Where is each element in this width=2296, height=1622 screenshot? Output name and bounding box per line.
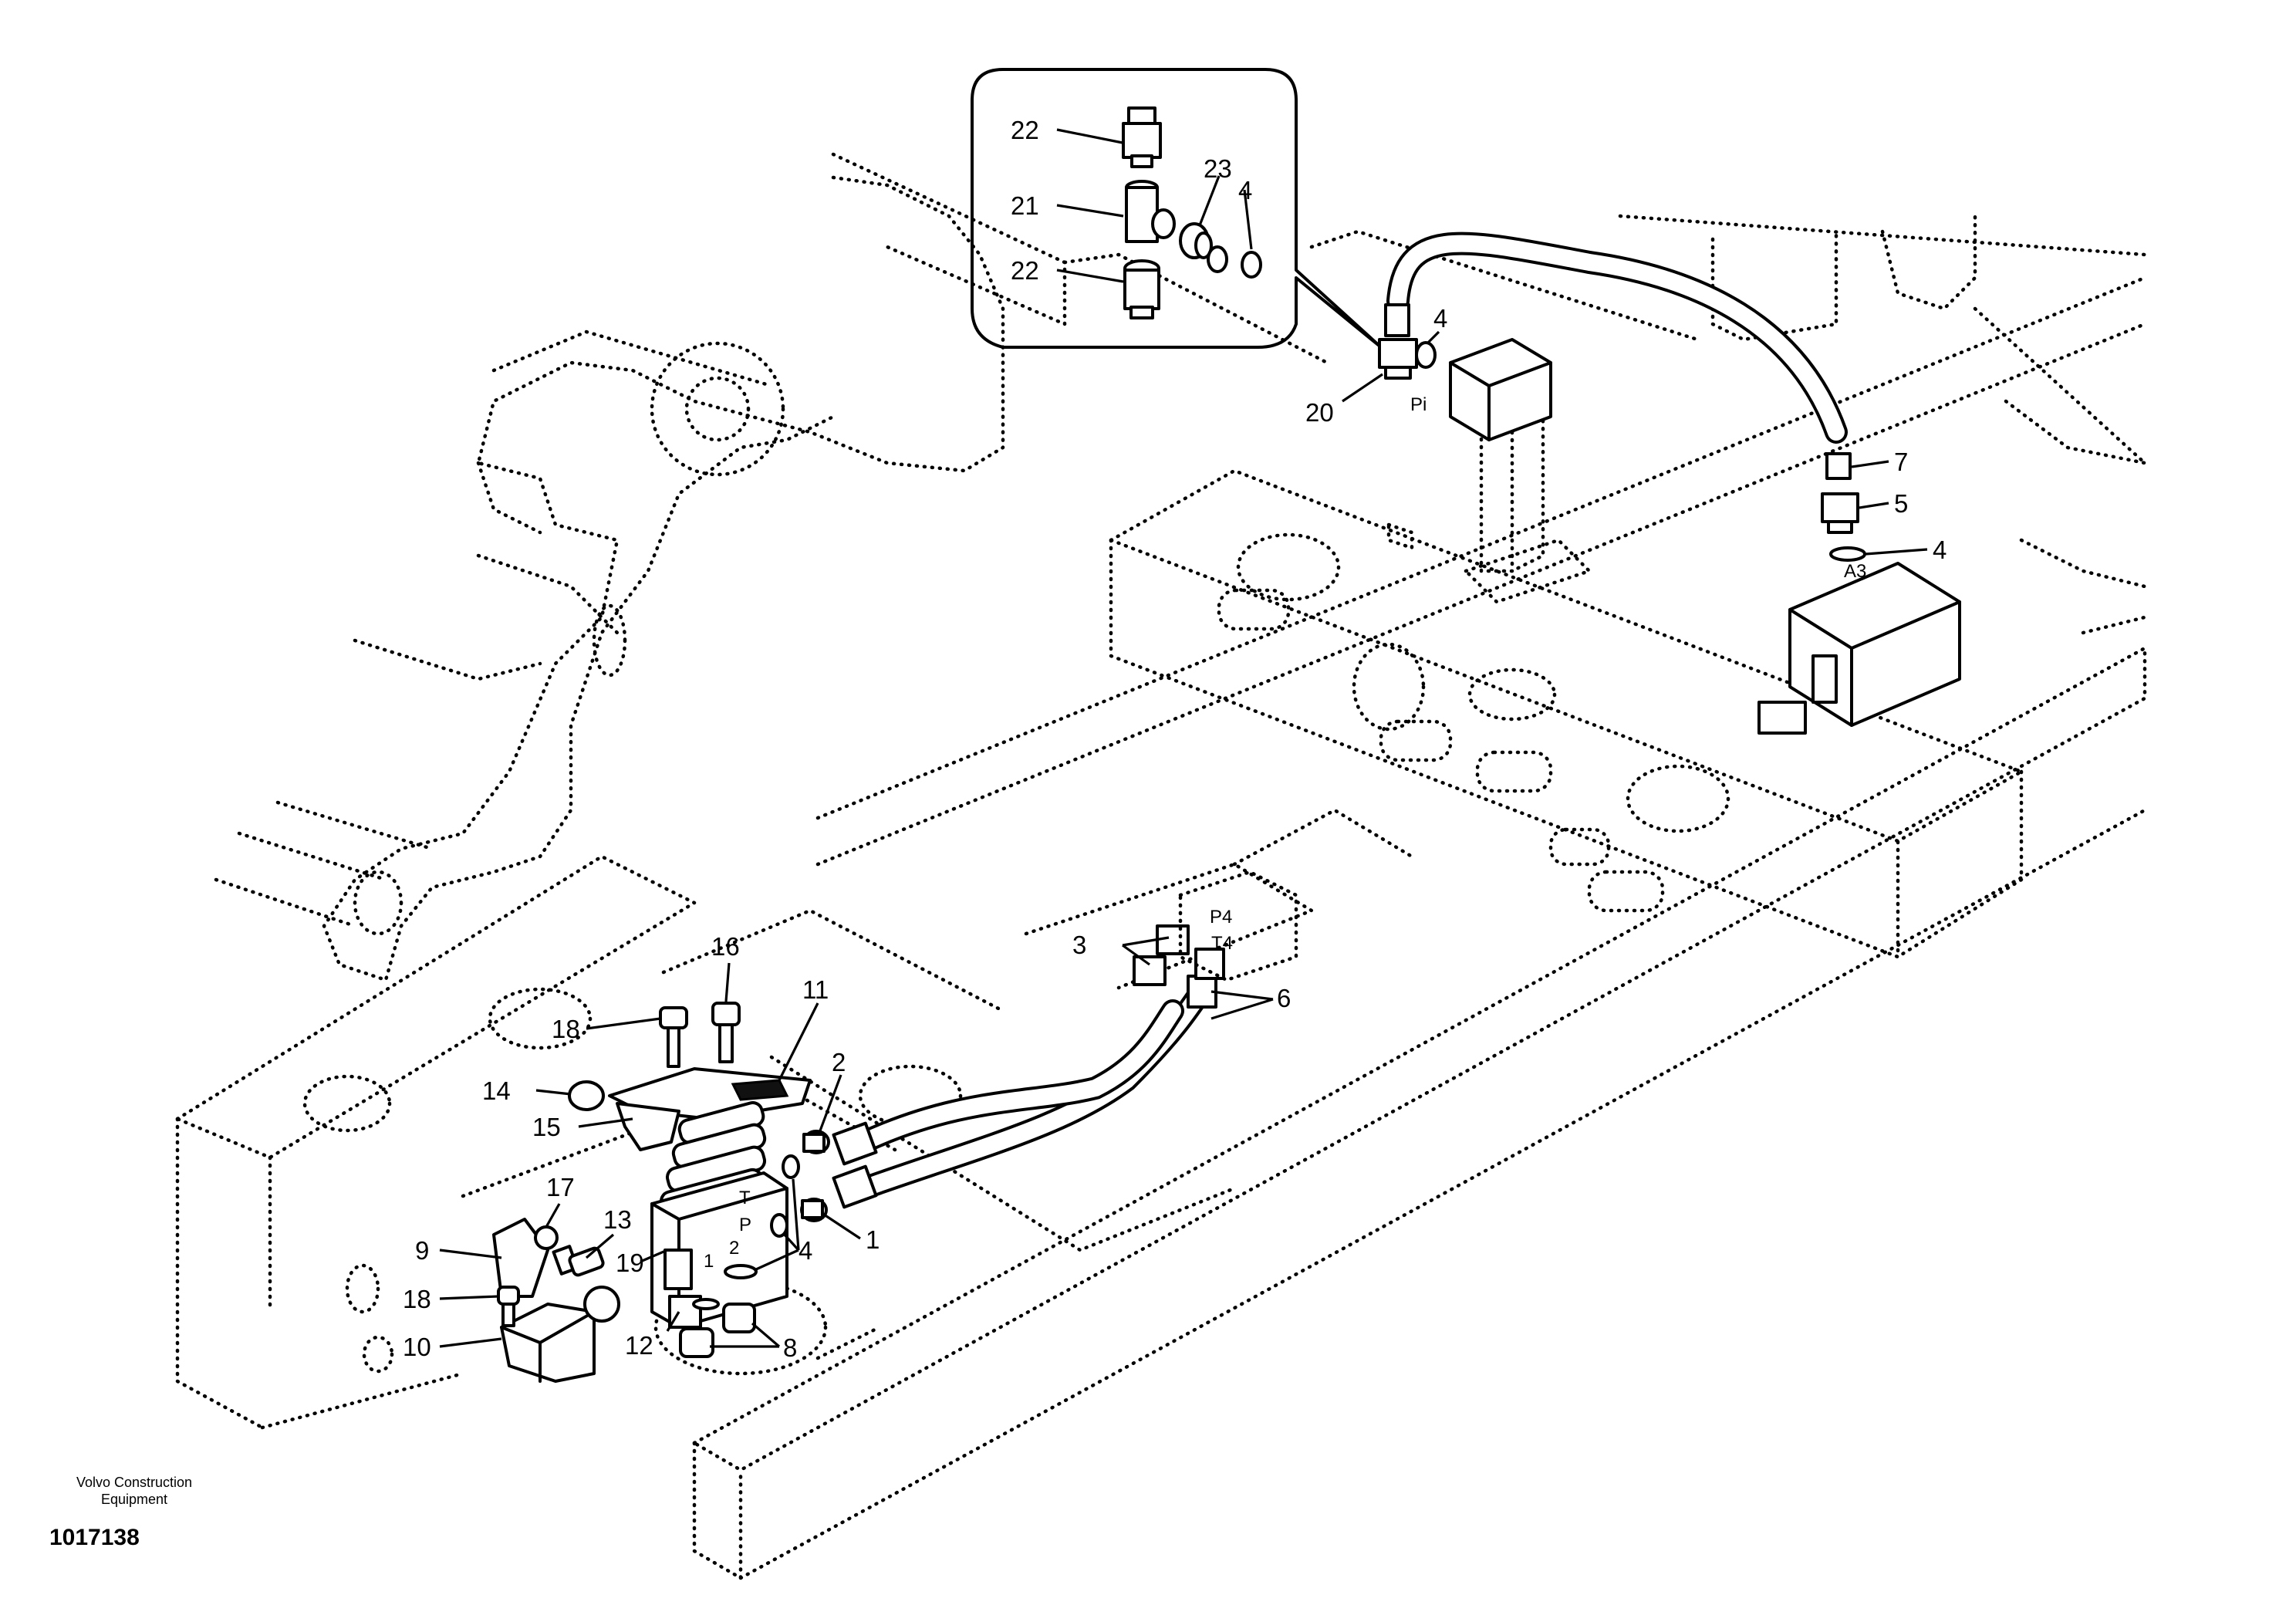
foot-pedal-assembly (492, 1002, 830, 1383)
o-ring-4-c (724, 1264, 758, 1279)
port-label-1: 1 (704, 1251, 714, 1272)
callout-3: 3 (1072, 931, 1086, 959)
callout-4-valve: 4 (799, 1236, 812, 1265)
o-ring-4-b (770, 1213, 788, 1238)
callout-4-pi: 4 (1433, 304, 1447, 333)
port-label-pi: Pi (1410, 394, 1427, 415)
callout-labels: 22 21 23 4 22 4 20 7 5 4 3 6 16 11 18 2 … (403, 116, 1947, 1362)
callout-23: 23 (1204, 154, 1232, 183)
callout-12: 12 (625, 1331, 653, 1360)
callout-21: 21 (1011, 191, 1039, 220)
hose-fitting-lower (832, 1164, 878, 1209)
port-label-2: 2 (729, 1238, 739, 1259)
callout-18-upper: 18 (552, 1015, 580, 1043)
bolt-16 (711, 1002, 741, 1063)
adapter-23 (1179, 222, 1228, 273)
upper-hose-assembly (1378, 231, 1961, 735)
callout-14: 14 (482, 1076, 511, 1105)
callout-19: 19 (616, 1249, 644, 1277)
callout-15: 15 (532, 1113, 561, 1141)
coupling-21 (1125, 180, 1176, 243)
frame-outline (175, 152, 2147, 1580)
elbow-8-b (679, 1327, 714, 1358)
washer-17 (534, 1225, 559, 1250)
footer: Volvo Construction Equipment 1017138 (49, 1474, 219, 1551)
port-label-p: P (739, 1215, 751, 1235)
leader-lines (439, 128, 1928, 1348)
port-label-p4: P4 (1210, 907, 1232, 928)
elbow-fittings-3 (1133, 924, 1225, 1009)
port-label-t: T (739, 1188, 751, 1208)
hose-fitting-upper (832, 1121, 878, 1166)
callout-13: 13 (603, 1205, 632, 1234)
callout-16: 16 (711, 932, 740, 961)
lever-15 (616, 1102, 680, 1151)
callout-5: 5 (1894, 489, 1908, 518)
tee-fitting-20 (1378, 338, 1437, 380)
bolt-18-lower (497, 1286, 520, 1327)
tee-fitting-5 (1821, 492, 1859, 534)
callout-17: 17 (546, 1173, 575, 1201)
adapter-1 (800, 1198, 828, 1222)
adapter-2 (802, 1130, 830, 1154)
tee-fitting-22-upper (1122, 106, 1162, 168)
callout-11: 11 (802, 975, 829, 1004)
port-label-t4: T4 (1211, 933, 1233, 954)
callout-22-lower: 22 (1011, 256, 1039, 285)
detail-inset (971, 68, 1383, 349)
o-ring-4-inset (1241, 251, 1262, 279)
callout-9: 9 (415, 1236, 429, 1265)
callout-22-upper: 22 (1011, 116, 1039, 144)
callout-1: 1 (866, 1225, 880, 1254)
o-ring-4-d (692, 1298, 720, 1310)
nut-14 (568, 1080, 605, 1111)
port-labels: Pi A3 P4 T4 T P 2 1 (704, 394, 1866, 1272)
document-number: 1017138 (49, 1525, 140, 1550)
middle-hose-assembly (832, 870, 1298, 1209)
callout-20: 20 (1305, 398, 1334, 427)
tee-fitting-22-lower (1123, 259, 1160, 319)
bolt-18-upper (659, 1006, 688, 1068)
manufacturer-line-1: Volvo Construction (76, 1475, 193, 1490)
o-ring-4-right (1829, 546, 1866, 562)
callout-4-inset: 4 (1238, 176, 1252, 204)
bolt-13 (552, 1245, 605, 1277)
elbow-8-a (722, 1303, 756, 1333)
callout-8: 8 (783, 1333, 797, 1362)
manufacturer-line-2: Equipment (100, 1492, 168, 1507)
callout-6: 6 (1277, 984, 1291, 1012)
callout-4-a3: 4 (1933, 536, 1947, 564)
callout-10: 10 (403, 1333, 431, 1361)
o-ring-4-a (782, 1154, 800, 1179)
callout-18-lower: 18 (403, 1285, 431, 1313)
callout-2: 2 (832, 1048, 846, 1076)
port-label-a3: A3 (1844, 561, 1866, 582)
callout-7: 7 (1894, 448, 1908, 476)
